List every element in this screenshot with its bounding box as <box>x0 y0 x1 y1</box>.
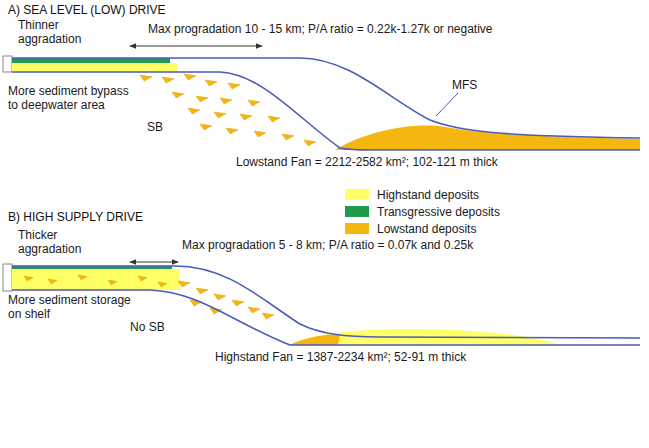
progradation-arrow <box>130 46 262 47</box>
clinoform-wedge <box>108 280 117 285</box>
clinoform-wedge <box>262 313 274 319</box>
clinoform-wedge <box>48 279 57 284</box>
clinoform-wedge <box>226 128 238 134</box>
legend-text: Lowstand deposits <box>377 222 476 236</box>
clinoform-wedge <box>138 276 147 281</box>
note-text: More sediment bypass to deepwater area <box>8 84 134 112</box>
clinoform-wedge <box>282 134 294 140</box>
clinoform-wedge <box>196 96 208 102</box>
clinoform-wedge <box>248 100 260 106</box>
clinoform-wedge <box>268 116 280 122</box>
legend-row: Highstand deposits <box>345 186 500 203</box>
surface-label: No SB <box>130 320 165 334</box>
measurement-note: Max progradation 5 - 8 km; P/A ratio = 0… <box>182 238 473 252</box>
highstand-shelf-deposit <box>12 63 177 71</box>
note-text: Thicker aggradation <box>18 228 93 256</box>
clinoform-wedges <box>140 74 316 146</box>
clinoform-wedge <box>228 83 240 89</box>
legend-text: Highstand deposits <box>377 188 479 202</box>
legend: Highstand depositsTransgressive deposits… <box>345 186 500 237</box>
panel-heading: A) SEA LEVEL (LOW) DRIVE <box>8 3 166 17</box>
clinoform-wedge <box>254 131 266 137</box>
clinoform-wedge <box>205 80 217 86</box>
clinoform-wedge <box>24 276 33 281</box>
clinoform-wedge <box>214 294 226 300</box>
leader-line <box>436 93 458 116</box>
legend-swatch <box>345 223 369 234</box>
panel-a-section <box>3 46 640 150</box>
measurement-note: Max progradation 10 - 15 km; P/A ratio =… <box>148 22 493 36</box>
legend-swatch <box>345 206 369 217</box>
fan-measurement: Highstand Fan = 1387-2234 km²; 52-91 m t… <box>215 350 466 364</box>
legend-row: Lowstand deposits <box>345 220 500 237</box>
fan-measurement: Lowstand Fan = 2212-2582 km²; 102-121 m … <box>236 155 498 169</box>
clinoform-wedge <box>158 282 167 287</box>
note-text: Thinner aggradation <box>18 18 93 46</box>
clinoform-wedge <box>304 140 316 146</box>
aggradation-bracket <box>3 56 12 72</box>
clinoform-wedge <box>196 288 208 294</box>
legend-text: Transgressive deposits <box>377 205 500 219</box>
highstand-shelf-deposit <box>12 269 180 290</box>
clinoform-wedge <box>188 108 200 114</box>
clinoform-wedge <box>140 75 152 81</box>
clinoform-wedge <box>172 92 184 98</box>
clinoform-wedge <box>200 124 212 130</box>
clinoform-wedge <box>232 300 244 306</box>
clinoform-wedge <box>78 275 87 280</box>
legend-row: Transgressive deposits <box>345 203 500 220</box>
panel-heading: B) HIGH SUPPLY DRIVE <box>8 210 143 224</box>
clinoform-wedge <box>162 77 174 83</box>
clinoform-wedge <box>184 74 196 80</box>
clinoform-wedge <box>240 114 252 120</box>
surface-label: SB <box>147 120 163 134</box>
clinoform-wedge <box>220 98 232 104</box>
base-surface <box>12 72 640 150</box>
progradation-arrow <box>130 262 178 263</box>
aggradation-bracket <box>3 264 12 291</box>
clinoform-wedge <box>178 281 190 287</box>
surface-label: MFS <box>452 78 477 92</box>
clinoform-wedge <box>248 307 260 313</box>
panel-b-section <box>3 262 640 345</box>
legend-swatch <box>345 189 369 200</box>
clinoform-wedge <box>214 112 226 118</box>
note-text: More sediment storage on shelf <box>8 293 134 321</box>
lowstand-wedge <box>290 334 340 345</box>
